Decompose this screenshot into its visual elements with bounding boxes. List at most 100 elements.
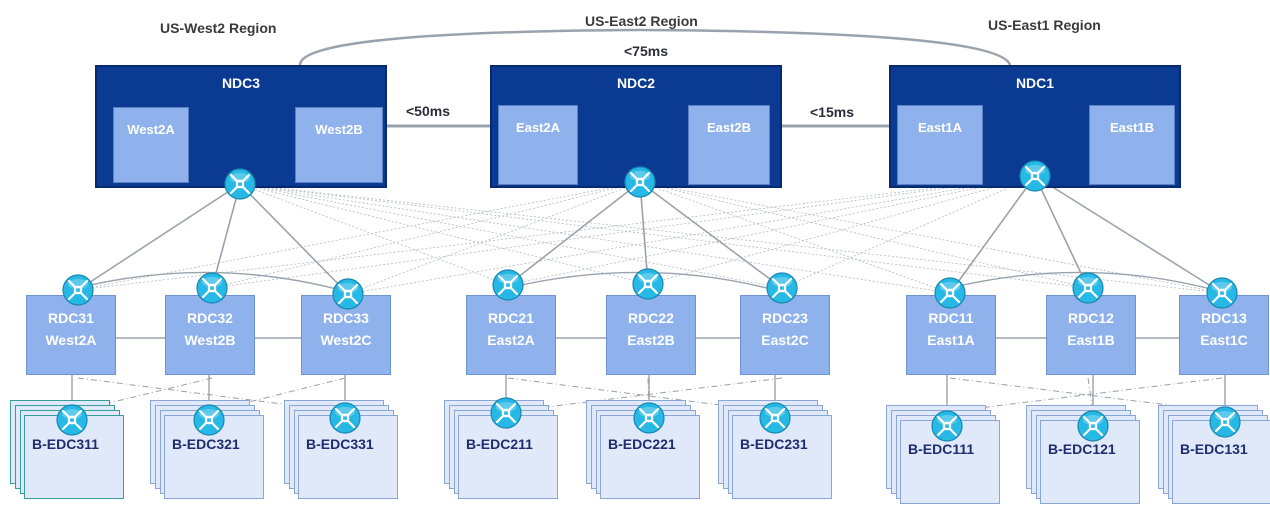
rdc-name: RDC31 — [48, 310, 94, 326]
edc-card — [900, 420, 1000, 504]
rdc-name: RDC13 — [1201, 310, 1247, 326]
ndc-box-ndc1[interactable]: NDC1 East1A East1B — [889, 65, 1181, 188]
edc-label: B-EDC331 — [306, 436, 374, 452]
latency-ndc3-ndc2: <50ms — [406, 103, 450, 119]
cross-link — [505, 377, 783, 413]
region-label-east1: US-East1 Region — [988, 17, 1101, 33]
rdc-box-rdc11[interactable]: RDC11 East1A — [906, 295, 996, 375]
rdc-name: RDC12 — [1068, 310, 1114, 326]
edc-card — [298, 415, 398, 499]
rdc-box-rdc31[interactable]: RDC31 West2A — [26, 295, 116, 375]
edc-stack-b-edc111[interactable]: B-EDC111 — [886, 405, 1006, 505]
region-label-east2: US-East2 Region — [585, 13, 698, 29]
mesh-link — [781, 175, 1036, 289]
edc-stack-b-edc121[interactable]: B-EDC121 — [1026, 405, 1146, 505]
mesh-link — [647, 175, 1036, 285]
rdc-zone: East2B — [627, 332, 675, 348]
edc-stack-b-edc221[interactable]: B-EDC221 — [586, 400, 706, 500]
ndc-rdc-link — [77, 183, 241, 291]
ndc-zone: West2B — [295, 107, 383, 183]
edc-stack-b-edc321[interactable]: B-EDC321 — [150, 400, 270, 500]
rdc-box-rdc23[interactable]: RDC23 East2C — [740, 295, 830, 375]
mesh-link — [347, 175, 1036, 295]
rdc-box-rdc33[interactable]: RDC33 West2C — [301, 295, 391, 375]
edc-card — [1172, 420, 1270, 504]
ndc-zone: East1A — [897, 105, 983, 185]
rdc-zone: East1A — [927, 332, 975, 348]
ndc-rdc-link — [1034, 175, 1089, 289]
rdc-name: RDC33 — [323, 310, 369, 326]
edc-stack-b-edc131[interactable]: B-EDC131 — [1158, 405, 1270, 505]
ndc-box-ndc3[interactable]: NDC3 West2A West2B — [95, 65, 387, 188]
mesh-link — [77, 175, 1036, 291]
rdc-box-rdc13[interactable]: RDC13 East1C — [1179, 295, 1269, 375]
rdc-box-rdc22[interactable]: RDC22 East2B — [606, 295, 696, 375]
rdc-zone: West2C — [320, 332, 372, 348]
edc-label: B-EDC111 — [908, 441, 975, 457]
edc-label: B-EDC211 — [466, 436, 533, 452]
rdc-zone: East2C — [761, 332, 809, 348]
mesh-link — [507, 175, 1036, 286]
edc-stack-b-edc331[interactable]: B-EDC331 — [284, 400, 404, 500]
ndc-zone: West2A — [113, 107, 189, 183]
ndc-rdc-link — [949, 175, 1036, 294]
ndc-zone: East2B — [688, 105, 770, 185]
region-label-west2: US-West2 Region — [160, 20, 277, 36]
rdc-zone: West2A — [45, 332, 97, 348]
rdc-box-rdc12[interactable]: RDC12 East1B — [1046, 295, 1136, 375]
mesh-link — [239, 183, 783, 289]
mesh-link — [639, 181, 951, 294]
ndc-rdc-link — [1034, 175, 1223, 294]
edc-card — [164, 415, 264, 499]
cross-link — [946, 377, 1223, 413]
ndc-rdc-link — [639, 181, 783, 289]
rdc-zone: East2A — [487, 332, 535, 348]
edc-stack-b-edc231[interactable]: B-EDC231 — [718, 400, 838, 500]
edc-label: B-EDC231 — [740, 436, 808, 452]
rdc-arc — [507, 271, 783, 293]
ndc-rdc-link — [639, 181, 649, 285]
latency-ndc2-ndc1: <15ms — [810, 104, 854, 120]
rdc-name: RDC22 — [628, 310, 674, 326]
edc-card — [600, 415, 700, 499]
mesh-link — [347, 181, 641, 295]
backbone-arc — [298, 28, 1012, 66]
mesh-link — [239, 183, 509, 286]
ndc-zone: East1B — [1089, 105, 1175, 185]
rdc-zone: East1B — [1067, 332, 1115, 348]
edc-card — [458, 415, 558, 499]
mesh-link — [211, 175, 1036, 289]
edc-card — [24, 415, 124, 499]
rdc-zone: West2B — [184, 332, 236, 348]
edc-stack-b-edc211[interactable]: B-EDC211 — [444, 400, 564, 500]
edc-label: B-EDC321 — [172, 436, 240, 452]
rdc-name: RDC21 — [488, 310, 534, 326]
ndc-rdc-link — [239, 183, 349, 295]
edc-label: B-EDC221 — [608, 436, 676, 452]
rdc-name: RDC32 — [187, 310, 233, 326]
mesh-link — [639, 181, 1089, 289]
mesh-link — [211, 181, 641, 289]
ndc-box-ndc2[interactable]: NDC2 East2A East2B — [490, 65, 782, 188]
mesh-link — [77, 181, 641, 291]
edc-label: B-EDC121 — [1048, 441, 1116, 457]
rdc-zone: East1C — [1200, 332, 1248, 348]
cross-link — [208, 377, 346, 413]
mesh-link — [239, 183, 1223, 294]
rdc-box-rdc32[interactable]: RDC32 West2B — [165, 295, 255, 375]
edc-label: B-EDC131 — [1180, 441, 1248, 457]
rdc-box-rdc21[interactable]: RDC21 East2A — [466, 295, 556, 375]
edc-card — [1040, 420, 1140, 504]
ndc-title: NDC2 — [616, 75, 656, 91]
mesh-link — [239, 183, 951, 294]
ndc-title: NDC1 — [1015, 75, 1055, 91]
edc-card — [732, 415, 832, 499]
rdc-name: RDC23 — [762, 310, 808, 326]
edc-stack-b-edc311[interactable]: B-EDC311 — [10, 400, 130, 500]
edc-label: B-EDC311 — [32, 436, 99, 452]
ndc-rdc-link — [507, 181, 641, 286]
ndc-rdc-link — [211, 183, 241, 289]
ndc-title: NDC3 — [221, 75, 261, 91]
rdc-name: RDC11 — [928, 310, 974, 326]
ndc-zone: East2A — [498, 105, 578, 185]
